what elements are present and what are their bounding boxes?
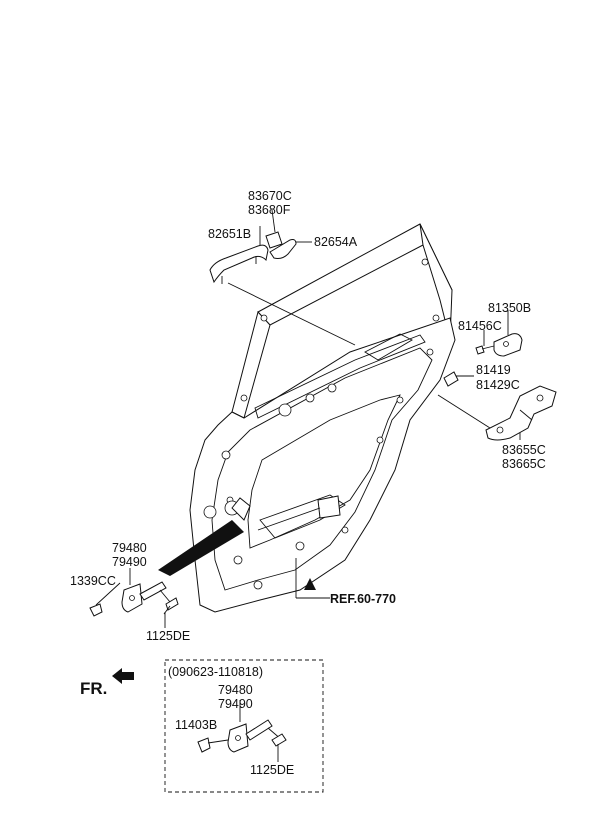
inset-box <box>164 659 324 793</box>
label-79480: 79480 <box>112 541 147 555</box>
handle-pad <box>269 239 297 259</box>
part-labels: 83670C 83680F 82651B 82654A 81350B 81456… <box>70 189 546 777</box>
front-direction-arrow <box>112 668 134 684</box>
door-checker-assembly <box>89 497 251 617</box>
label-81350B: 81350B <box>488 301 531 315</box>
outside-door-handle <box>209 244 269 284</box>
date-range-label: (090623-110818) <box>168 665 263 679</box>
door-latch-assembly <box>485 385 557 441</box>
rear-door-panel <box>189 223 456 613</box>
label-83670C: 83670C <box>248 189 292 203</box>
label-83665C: 83665C <box>502 457 546 471</box>
latch-cap <box>443 371 459 387</box>
handle-cover <box>265 231 283 249</box>
label-82651B: 82651B <box>208 227 251 241</box>
label-83680F: 83680F <box>248 203 291 217</box>
inset-label-11403B: 11403B <box>175 718 217 732</box>
front-label: FR. <box>80 679 107 698</box>
label-79490: 79490 <box>112 555 147 569</box>
inset-label-79490: 79490 <box>218 697 253 711</box>
label-81429C: 81429C <box>476 378 520 392</box>
label-81456C: 81456C <box>458 319 502 333</box>
label-82654A: 82654A <box>314 235 358 249</box>
door-latch-bracket <box>493 333 523 357</box>
label-1339CC: 1339CC <box>70 574 116 588</box>
ref-label: REF.60-770 <box>330 592 396 606</box>
label-81419: 81419 <box>476 363 511 377</box>
inset-label-79480: 79480 <box>218 683 253 697</box>
label-1125DE: 1125DE <box>146 629 190 643</box>
latch-screw <box>475 345 495 355</box>
label-83655C: 83655C <box>502 443 546 457</box>
inset-label-1125DE: 1125DE <box>250 763 294 777</box>
